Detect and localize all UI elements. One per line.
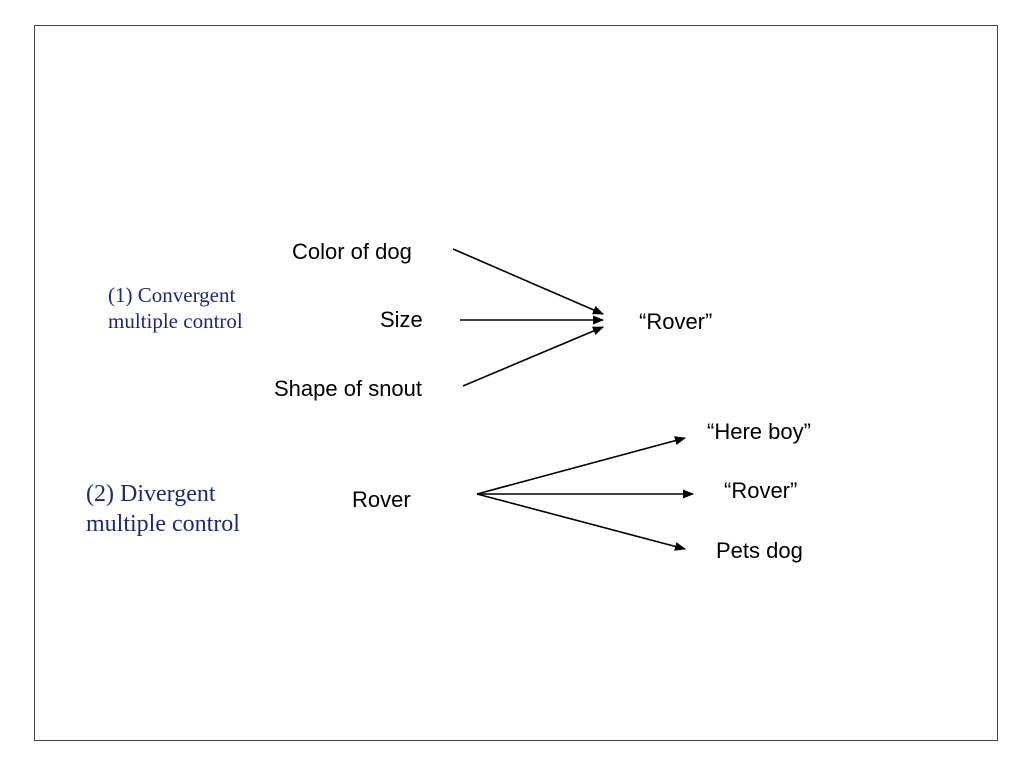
arrow-snout-to-rover xyxy=(462,326,605,387)
divergent-target-rover: “Rover” xyxy=(724,478,798,503)
convergent-target: “Rover” xyxy=(639,309,713,334)
slide-frame xyxy=(34,25,998,741)
divergent-target-pets-dog: Pets dog xyxy=(716,538,803,563)
divergent-target-here-boy: “Here boy” xyxy=(707,419,811,444)
divergent-title-line1: (2) Divergent xyxy=(86,481,216,507)
convergent-section-label: (1) Convergent multiple control xyxy=(108,282,243,335)
convergent-title-line2: multiple control xyxy=(108,309,243,334)
divergent-source: Rover xyxy=(352,487,411,512)
convergent-source-color: Color of dog xyxy=(292,239,412,264)
divergent-section-label: (2) Divergent multiple control xyxy=(86,479,240,539)
convergent-source-snout: Shape of snout xyxy=(274,376,423,401)
arrow-rover-to-here-boy xyxy=(476,436,687,495)
arrow-color-to-rover xyxy=(452,248,605,315)
divergent-title-line2: multiple control xyxy=(86,511,240,537)
convergent-source-size: Size xyxy=(380,307,423,332)
arrow-rover-to-pets-dog xyxy=(476,493,687,551)
convergent-title-line1: (1) Convergent xyxy=(108,283,236,307)
